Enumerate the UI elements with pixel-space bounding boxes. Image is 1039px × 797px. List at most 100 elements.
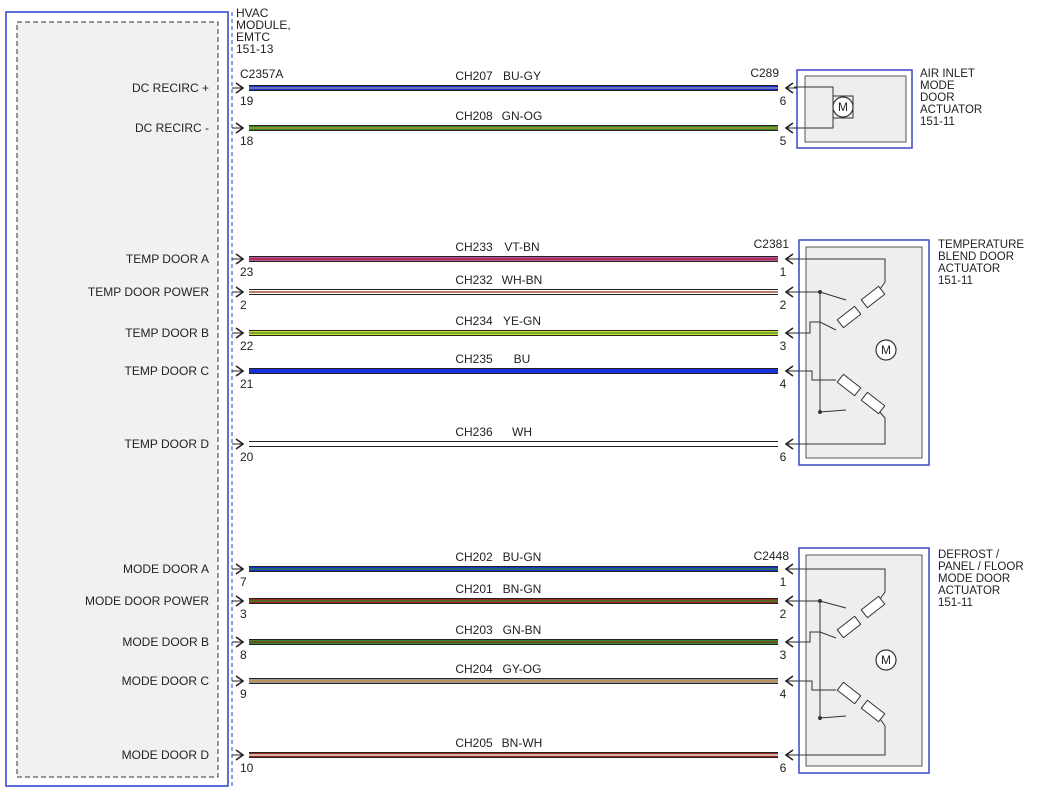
temperature-wire-4-module-pin: 21 [240, 377, 254, 391]
temperature-wire-1-signal-label: TEMP DOOR A [126, 252, 209, 266]
temperature-wire-3-circuit-id: CH234 [455, 314, 493, 328]
defrost-wire-2-circuit-id: CH201 [455, 582, 493, 596]
temperature-title-line-4: 151-11 [938, 275, 973, 287]
temperature-wire-5-color-code: WH [512, 425, 532, 439]
defrost-wire-4-circuit-id: CH204 [455, 662, 493, 676]
air-inlet-wire-2-module-pin: 18 [240, 134, 254, 148]
air-inlet-wire-1-module-pin: 19 [240, 94, 254, 108]
temperature-coil-wire-3 [794, 321, 837, 334]
temperature-coil-wire-2 [819, 291, 847, 301]
hvac-title-line-4: 151-13 [236, 42, 274, 56]
defrost-stepper-circuit: M [794, 568, 897, 756]
defrost-wire-4-actuator-pin: 4 [780, 687, 787, 701]
defrost-connector-label: C2448 [754, 549, 790, 563]
temperature-wire-2-color-code: WH-BN [502, 273, 543, 287]
temperature-wire-4-color-code: BU [514, 352, 531, 366]
hvac-title-line-3: EMTC [236, 30, 270, 44]
temperature-wire-5-signal-label: TEMP DOOR D [125, 437, 210, 451]
defrost-coil-wire-6 [794, 715, 886, 756]
defrost-motor-label: M [881, 653, 891, 667]
defrost-title: DEFROST / PANEL / FLOOR MODE DOOR ACTUAT… [938, 549, 1024, 609]
temperature-junction-1 [818, 290, 822, 294]
hvac-title-line-1: HVAC [236, 6, 269, 20]
defrost-title-line-5: 151-11 [938, 597, 973, 609]
temperature-title-line-1: TEMPERATURE [938, 239, 1024, 251]
temperature-motor-icon [875, 339, 897, 361]
defrost-wire-5-module-pin: 10 [240, 761, 254, 775]
defrost-wire-3-actuator-pin: 3 [780, 648, 787, 662]
temperature-connector-label: C2381 [754, 237, 790, 251]
temperature-wire-4-actuator-pin: 4 [780, 377, 787, 391]
temperature-wire-1-actuator-pin: 1 [780, 265, 787, 279]
air-inlet-title-line-3: DOOR [920, 92, 955, 104]
temperature-junction-2 [818, 410, 822, 414]
temperature-coil-wire-1 [794, 258, 886, 293]
defrost-wire-5-color-code: BN-WH [502, 736, 543, 750]
temperature-wire-4-signal-label: TEMP DOOR C [125, 364, 210, 378]
temperature-wire-1-circuit-id: CH233 [455, 240, 493, 254]
defrost-wire-1-color-code: BU-GN [503, 550, 542, 564]
air-inlet-wire-2-actuator-pin: 5 [780, 134, 787, 148]
defrost-coil-1 [860, 595, 886, 619]
temperature-wire-5-module-pin: 20 [240, 450, 254, 464]
temperature-coil-wire-4 [794, 370, 836, 381]
temperature-coil-1 [860, 285, 886, 309]
temperature-wire-5-circuit-id: CH236 [455, 425, 493, 439]
defrost-coil-wire-2 [819, 600, 847, 609]
air-inlet-wire-1-color-code: BU-GY [503, 69, 541, 83]
temperature-coil-wire-5 [819, 409, 847, 413]
air-inlet-title-line-4: ACTUATOR [920, 104, 982, 116]
hvac-module-inner [16, 21, 219, 778]
temperature-stepper-circuit: M [794, 258, 897, 445]
temperature-wire-5-actuator-pin: 6 [780, 450, 787, 464]
defrost-wire-3-color-code: GN-BN [503, 623, 542, 637]
defrost-motor-icon [875, 649, 897, 671]
temperature-wire-3-color-code: YE-GN [503, 314, 541, 328]
defrost-wire-5-actuator-pin: 6 [780, 761, 787, 775]
air-inlet-wire-2-color-code: GN-OG [502, 109, 543, 123]
defrost-frame-inner [805, 554, 923, 767]
air-inlet-wire-1-actuator-pin: 6 [780, 94, 787, 108]
defrost-coil-wire-4 [794, 680, 836, 691]
temperature-coil-4 [860, 391, 886, 415]
air-inlet-wire-2-signal-label: DC RECIRC - [135, 121, 209, 135]
air-inlet-motor-wire [794, 86, 834, 96]
defrost-wire-5-signal-label: MODE DOOR D [122, 748, 210, 762]
temperature-wire-2-module-pin: 2 [240, 298, 247, 312]
air-inlet-title-line-5: 151-11 [920, 116, 955, 128]
defrost-title-line-3: MODE DOOR [938, 573, 1010, 585]
module-connector-label: C2357A [240, 67, 283, 81]
defrost-wire-2-actuator-pin: 2 [780, 607, 787, 621]
air-inlet-motor-label: M [838, 100, 848, 114]
defrost-wire-3-circuit-id: CH203 [455, 623, 493, 637]
air-inlet-frame-inner [804, 75, 907, 143]
temperature-actuator: C2381 M TEMPERATURE BLEND DOOR ACTUATOR … [754, 237, 1024, 466]
defrost-coil-wire-1 [794, 568, 886, 603]
air-inlet-connector-label: C289 [750, 66, 779, 80]
temperature-coil-3 [836, 373, 862, 397]
temperature-wire-3-actuator-pin: 3 [780, 339, 787, 353]
defrost-wire-4-signal-label: MODE DOOR C [122, 674, 210, 688]
defrost-title-line-1: DEFROST / [938, 549, 1000, 561]
temperature-title-line-2: BLEND DOOR [938, 251, 1014, 263]
air-inlet-actuator: C289 M AIR INLET MODE DOOR ACTUATOR 151-… [750, 66, 982, 149]
defrost-wire-1-module-pin: 7 [240, 575, 247, 589]
defrost-coil-wire-3 [794, 631, 837, 643]
temperature-wire-3-module-pin: 22 [240, 339, 254, 353]
defrost-junction-1 [818, 599, 822, 603]
temperature-coil-wire-6 [794, 409, 886, 445]
temperature-title-line-3: ACTUATOR [938, 263, 1000, 275]
defrost-title-line-4: ACTUATOR [938, 585, 1000, 597]
temperature-motor-label: M [881, 343, 891, 357]
defrost-wire-4-module-pin: 9 [240, 687, 247, 701]
defrost-wire-1-signal-label: MODE DOOR A [123, 562, 209, 576]
air-inlet-title: AIR INLET MODE DOOR ACTUATOR 151-11 [920, 68, 982, 128]
defrost-coil-wire-5 [819, 715, 847, 719]
hvac-module-title: HVAC MODULE, EMTC 151-13 [236, 6, 291, 56]
defrost-wire-4-color-code: GY-OG [503, 662, 542, 676]
defrost-coil-2 [836, 615, 862, 639]
air-inlet-title-line-1: AIR INLET [920, 68, 975, 80]
defrost-coil-3 [836, 681, 862, 705]
